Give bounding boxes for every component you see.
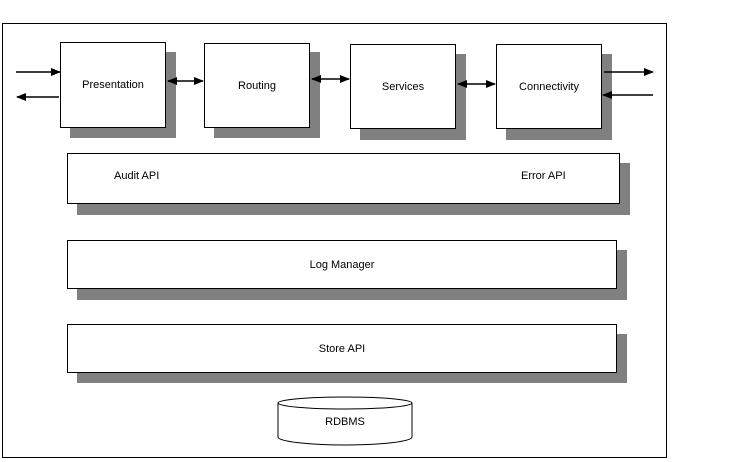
presentation-label: Presentation (82, 79, 144, 91)
rdbms-cylinder-icon (277, 396, 413, 446)
presentation-box: Presentation (60, 42, 166, 128)
store-api-label: Store API (318, 342, 366, 355)
audit-api-label: Audit API (114, 170, 160, 182)
connectivity-label: Connectivity (519, 80, 579, 93)
log-manager-label: Log Manager (309, 258, 375, 271)
connectivity-box: Connectivity (496, 44, 602, 129)
services-label: Services (381, 80, 425, 93)
services-box: Services (350, 44, 456, 129)
routing-box: Routing (204, 43, 310, 128)
error-api-label: Error API (521, 170, 566, 182)
rdbms-label: RDBMS (325, 416, 365, 428)
api-layer-box (67, 153, 620, 204)
routing-label: Routing (238, 79, 276, 92)
store-api-box: Store API (67, 324, 617, 373)
log-manager-box: Log Manager (67, 240, 617, 289)
